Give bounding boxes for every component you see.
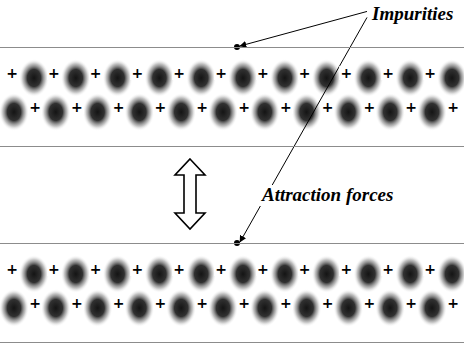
charge-sign: + [195,296,209,310]
charge-sign: + [363,100,377,114]
charge-sign: + [381,262,395,276]
electron-cloud [0,93,29,131]
leader-line [240,11,367,46]
charge-sign: + [404,100,418,114]
charge-sign: + [340,66,354,80]
electron-cloud [228,255,258,293]
electron-cloud [144,59,174,97]
electron-cloud [41,289,71,327]
electron-cloud [228,59,258,97]
charge-sign: + [5,66,19,80]
charge-sign: + [214,66,228,80]
electron-cloud [61,59,91,97]
electron-cloud [61,255,91,293]
electron-cloud [270,59,300,97]
charge-sign: + [423,66,437,80]
electron-cloud [312,59,342,97]
electron-cloud [312,255,342,293]
electron-cloud [250,93,280,131]
charge-sign: + [279,100,293,114]
electron-cloud [208,93,238,131]
electron-cloud [353,255,383,293]
charge-sign: + [28,100,42,114]
charge-sign: + [47,262,61,276]
electron-cloud [395,255,425,293]
charge-sign: + [70,296,84,310]
charge-sign: + [28,296,42,310]
charge-sign: + [131,66,145,80]
electron-cloud [437,59,464,97]
electron-cloud [333,93,363,131]
electron-cloud [124,289,154,327]
electron-cloud [166,289,196,327]
charge-sign: + [321,296,335,310]
charge-sign: + [5,262,19,276]
electron-cloud [208,289,238,327]
charge-sign: + [112,100,126,114]
charge-sign: + [363,296,377,310]
charge-sign: + [154,100,168,114]
charge-sign: + [446,296,460,310]
electron-cloud [83,289,113,327]
electron-cloud [166,93,196,131]
electron-cloud [83,93,113,131]
electron-cloud [103,59,133,97]
electron-cloud [375,289,405,327]
electron-cloud [41,93,71,131]
electron-cloud [144,255,174,293]
leader-line [240,17,367,242]
charge-sign: + [298,262,312,276]
electron-cloud [437,255,464,293]
electron-cloud [0,289,29,327]
lattice-band: + + + + + + + + + + + + + + + + + + + + + + [0,47,464,147]
charge-sign: + [89,66,103,80]
charge-sign: + [154,296,168,310]
charge-sign: + [381,66,395,80]
charge-sign: + [131,262,145,276]
electron-cloud [186,59,216,97]
electron-cloud [186,255,216,293]
charge-sign: + [321,100,335,114]
electron-cloud [19,59,49,97]
charge-sign: + [195,100,209,114]
charge-sign: + [172,262,186,276]
charge-sign: + [237,100,251,114]
annotation-label: Impurities [370,4,455,25]
charge-sign: + [89,262,103,276]
attraction-arrow [175,159,205,229]
electron-cloud [375,93,405,131]
charge-sign: + [298,66,312,80]
electron-cloud [333,289,363,327]
electron-cloud [395,59,425,97]
charge-sign: + [237,296,251,310]
charge-sign: + [340,262,354,276]
electron-cloud [353,59,383,97]
electron-cloud [292,289,322,327]
charge-sign: + [172,66,186,80]
charge-sign: + [279,296,293,310]
annotation-label: Attraction forces [260,185,395,206]
electron-cloud [417,93,447,131]
electron-cloud [124,93,154,131]
charge-sign: + [423,262,437,276]
electron-cloud [292,93,322,131]
electron-cloud [417,289,447,327]
lattice-band: + + + + + + + + + + + + + + + + + + + + + + [0,243,464,343]
charge-sign: + [404,296,418,310]
charge-sign: + [70,100,84,114]
charge-sign: + [446,100,460,114]
electron-cloud [250,289,280,327]
charge-sign: + [112,296,126,310]
electron-cloud [103,255,133,293]
charge-sign: + [256,262,270,276]
charge-sign: + [256,66,270,80]
electron-cloud [19,255,49,293]
electron-cloud [270,255,300,293]
charge-sign: + [214,262,228,276]
charge-sign: + [47,66,61,80]
